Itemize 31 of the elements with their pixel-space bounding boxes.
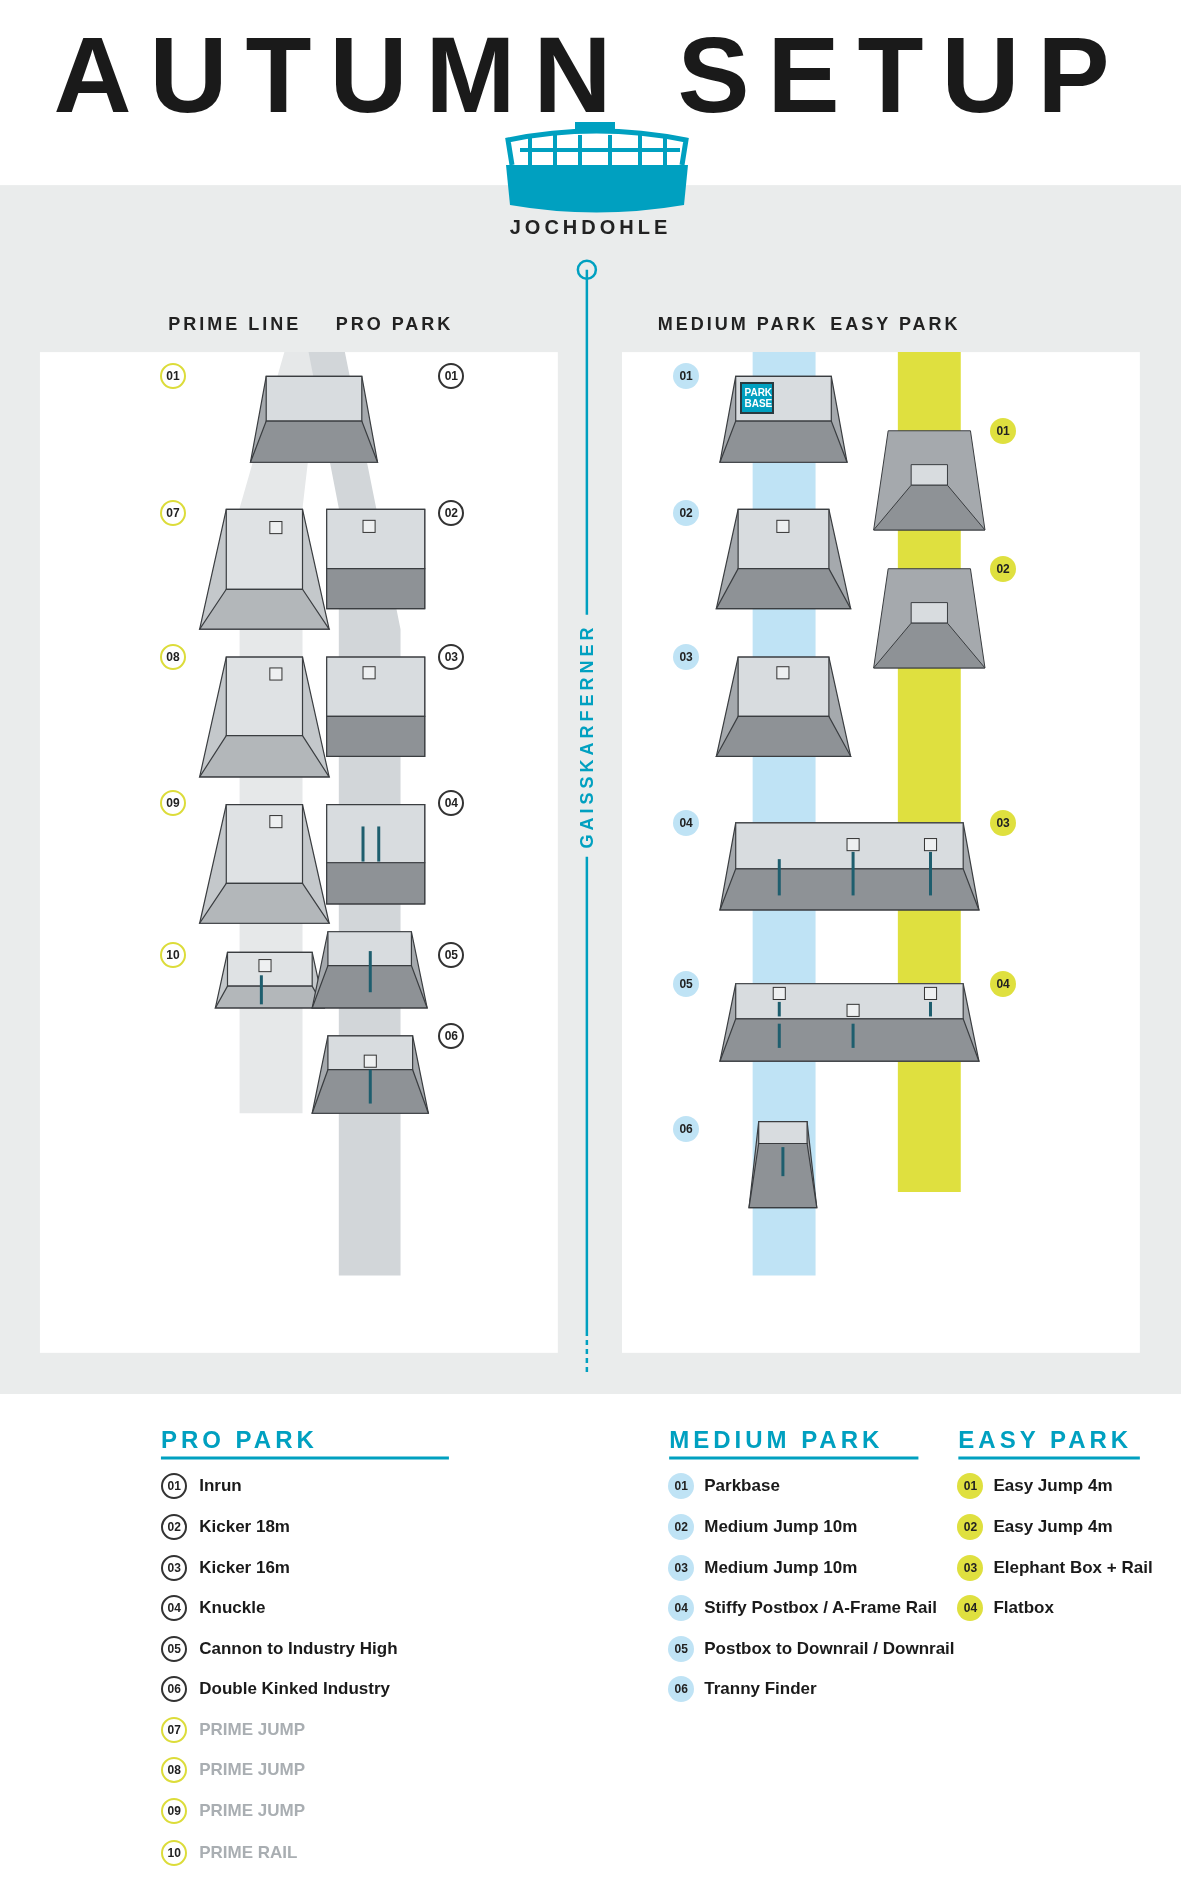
lane-heading: EASY PARK <box>830 313 961 335</box>
title: AUTUMN SETUP <box>52 18 1129 132</box>
item-name: Double Kinked Industry <box>199 1679 391 1700</box>
lane-heading: PRIME LINE <box>168 313 302 335</box>
item-name: Parkbase <box>704 1475 780 1496</box>
item-name: Cannon to Industry High <box>199 1639 398 1660</box>
route-name: GAISSKARFERNER <box>576 623 598 849</box>
item-name: Medium Jump 10m <box>704 1558 858 1579</box>
item-name: Kicker 16m <box>199 1558 290 1579</box>
item-name: PRIME JUMP <box>199 1760 306 1781</box>
item-name: PRIME RAIL <box>199 1842 298 1863</box>
station-name: JOCHDOHLE <box>509 216 672 239</box>
item-name: Flatbox <box>993 1598 1054 1619</box>
section-heading: PRO PARK <box>160 1425 318 1454</box>
item-name: Tranny Finder <box>704 1679 817 1700</box>
section-heading: EASY PARK <box>958 1425 1133 1454</box>
item-name: Stiffy Postbox / A-Frame Rail <box>704 1598 937 1619</box>
item-name: Inrun <box>199 1475 242 1496</box>
item-name: Medium Jump 10m <box>704 1517 858 1538</box>
section-heading: MEDIUM PARK <box>669 1425 884 1454</box>
item-name: Easy Jump 4m <box>993 1475 1113 1496</box>
item-name: Knuckle <box>199 1598 266 1619</box>
lane-heading: MEDIUM PARK <box>657 313 819 335</box>
item-name: PRIME JUMP <box>199 1720 306 1741</box>
item-name: Elephant Box + Rail <box>993 1558 1153 1579</box>
item-name: PRIME JUMP <box>199 1801 306 1822</box>
item-name: Postbox to Downrail / Downrail <box>704 1639 955 1660</box>
item-name: Easy Jump 4m <box>993 1517 1113 1538</box>
lane-heading: PRO PARK <box>335 313 454 335</box>
sign: PARK BASE <box>740 382 775 415</box>
item-name: Kicker 18m <box>199 1517 290 1538</box>
